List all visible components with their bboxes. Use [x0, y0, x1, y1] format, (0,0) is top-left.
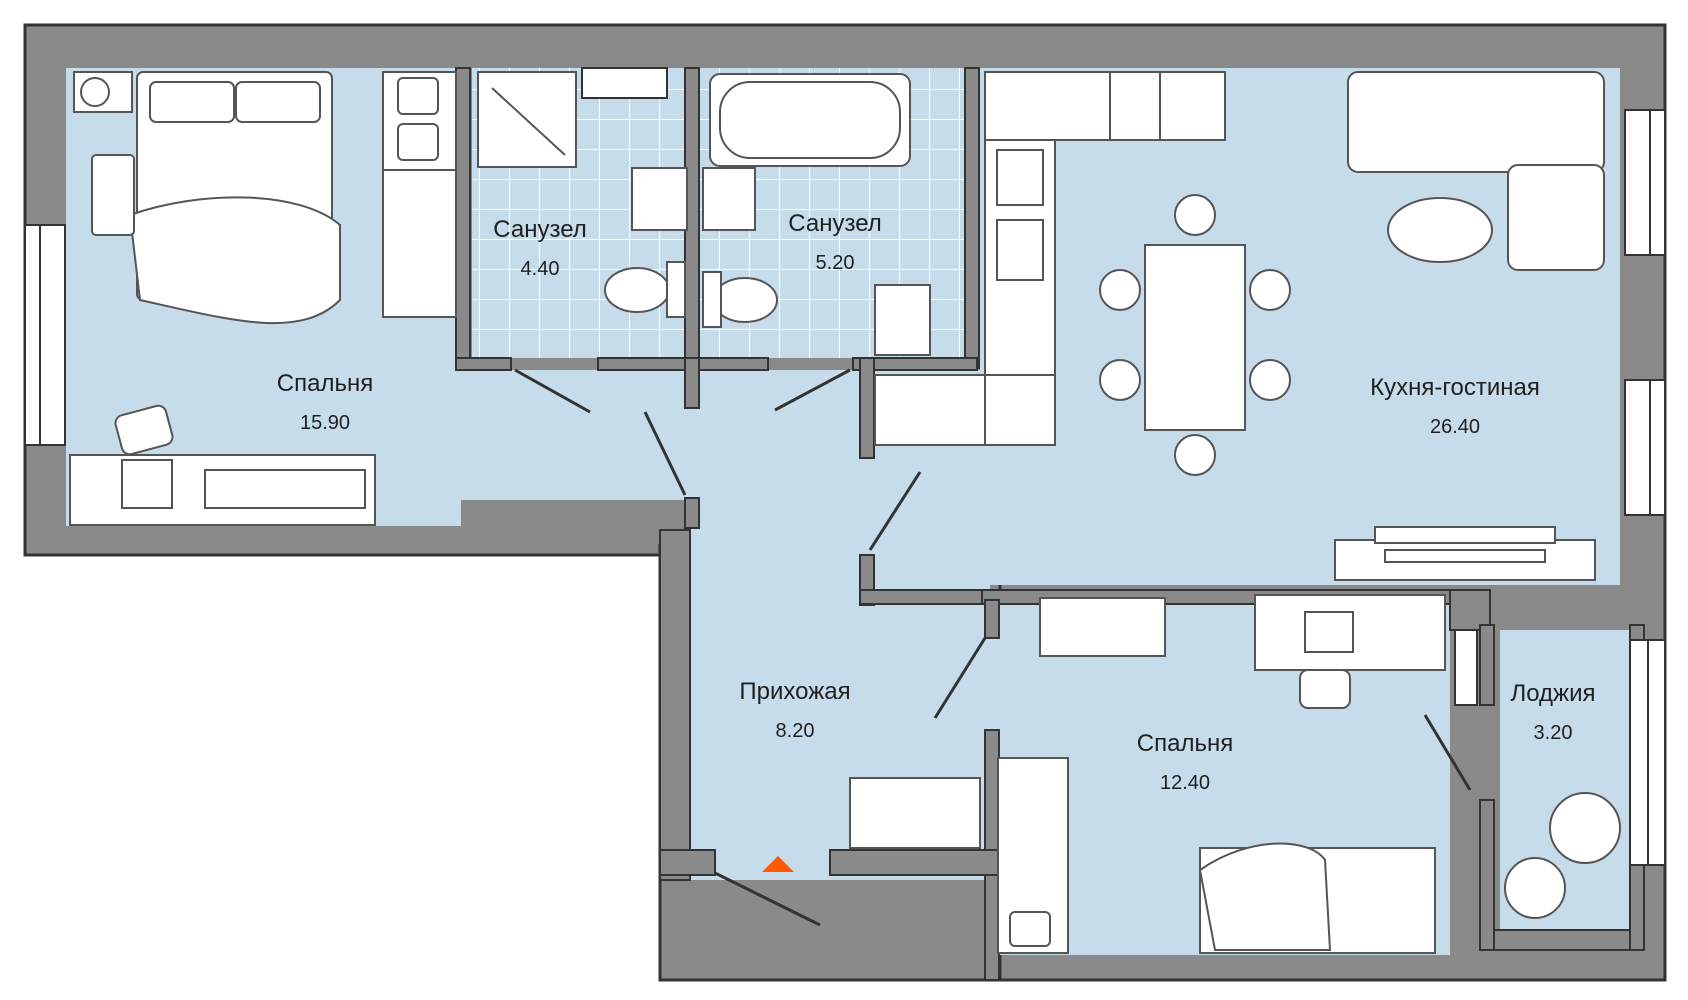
room-area: 12.40 — [1159, 771, 1211, 794]
room-name: Лоджия — [1510, 680, 1596, 707]
floor-bedroom-2-left — [990, 630, 1010, 730]
loggia-chair — [1504, 857, 1566, 919]
desk-2 — [1254, 594, 1446, 671]
shelf — [1039, 597, 1166, 657]
room-name: Спальня — [276, 370, 374, 397]
counter-top — [984, 71, 1226, 141]
furniture — [69, 71, 1621, 954]
shoe-rack — [849, 777, 981, 849]
windows — [24, 67, 1666, 866]
toilet-2 — [712, 277, 778, 323]
room-area: 26.40 — [1429, 415, 1481, 438]
washer — [874, 284, 931, 356]
room-label-hallway: Прихожая 8.20 — [725, 678, 865, 743]
sink-2 — [702, 167, 756, 231]
room-name: Прихожая — [739, 678, 851, 705]
room-name: Санузел — [493, 216, 587, 243]
room-label-bedroom-1: Спальня 15.90 — [260, 370, 390, 435]
loggia-table — [1549, 792, 1621, 864]
slippers-mat — [91, 154, 135, 236]
room-label-bedroom-2: Спальня 12.40 — [1120, 730, 1250, 795]
window-bath-1 — [581, 67, 668, 99]
window-bedroom-1 — [24, 224, 66, 446]
room-label-loggia: Лоджия 3.20 — [1498, 680, 1608, 745]
chair-2 — [1299, 669, 1351, 709]
room-label-kitchen-living: Кухня-гостиная 26.40 — [1345, 374, 1565, 439]
window-loggia-door — [1454, 629, 1478, 706]
room-label-bathroom-1: Санузел 4.40 — [480, 216, 600, 281]
coffee-table — [1387, 197, 1493, 263]
room-area: 3.20 — [1533, 721, 1573, 744]
window-kitchen-1 — [1624, 109, 1666, 256]
dining-table — [1144, 244, 1246, 431]
toilet-1 — [604, 267, 670, 313]
entrance-arrow-icon — [762, 856, 794, 872]
room-area: 8.20 — [775, 719, 815, 742]
room-label-bathroom-2: Санузел 5.20 — [775, 210, 895, 275]
room-name: Кухня-гостиная — [1370, 374, 1540, 401]
sofa — [1347, 71, 1605, 173]
inner-walls — [455, 67, 1645, 981]
floor-hallway-top — [460, 370, 870, 500]
sink-1 — [631, 167, 688, 231]
room-name: Спальня — [1136, 730, 1234, 757]
door-swings — [514, 368, 1472, 927]
stove — [874, 374, 986, 446]
room-area: 4.40 — [520, 257, 560, 280]
room-name: Санузел — [788, 210, 882, 237]
window-kitchen-2 — [1624, 379, 1666, 516]
room-area: 5.20 — [815, 251, 855, 274]
chair-1 — [114, 404, 174, 456]
room-area: 15.90 — [299, 411, 351, 434]
